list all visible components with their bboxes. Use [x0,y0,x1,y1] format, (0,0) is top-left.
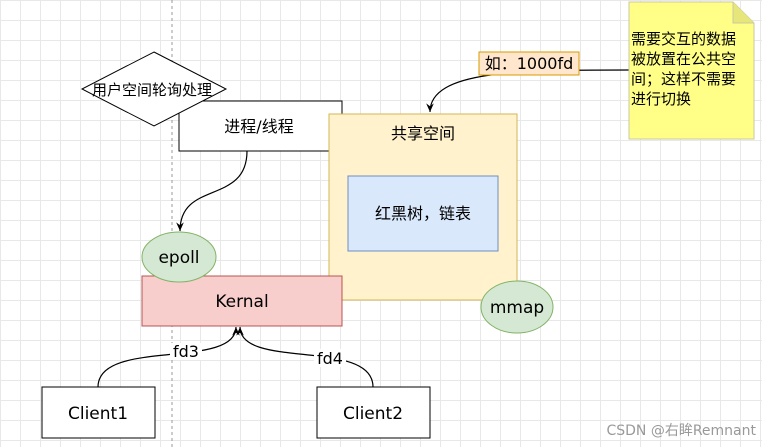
kernel-label: Kernal [215,292,268,312]
process-to-epoll-arrow [176,150,248,232]
example-fd-label: 如：1000fd [478,51,580,76]
client1-box[interactable]: Client1 [41,386,156,439]
example-fd-text: 如：1000fd [485,54,574,73]
fd4-label-bg [314,349,346,367]
rbtree-list-box[interactable]: 红黑树，链表 [347,175,499,252]
fd3-label: fd3 [173,342,199,361]
user-polling-diamond[interactable]: 用户空间轮询处理 [80,51,228,127]
epoll-ellipse[interactable]: epoll [141,231,217,283]
fd3-label-bg [170,343,202,360]
note-line-2: 被放置在公共空 [631,50,736,68]
note-line-3: 间；这样不需要 [631,70,736,88]
rbtree-list-label: 红黑树，链表 [375,204,471,223]
epoll-label: epoll [158,248,199,268]
client1-to-kernel-arrow [97,326,240,388]
shared-space-label: 共享空间 [391,124,455,143]
note-to-shared-arrow [426,69,631,113]
note-line-1: 需要交互的数据 [631,30,736,48]
watermark: CSDN @右眸Remnant [606,422,756,439]
mmap-ellipse[interactable]: mmap [480,280,554,334]
mmap-label: mmap [490,298,544,318]
sticky-note[interactable]: 需要交互的数据 被放置在公共空 间；这样不需要 进行切换 [628,1,755,140]
note-line-4: 进行切换 [631,90,691,108]
client2-box[interactable]: Client2 [316,386,431,439]
process-thread-box[interactable]: 进程/线程 [178,100,343,152]
client1-label: Client1 [68,404,128,424]
kernel-box[interactable]: Kernal [141,275,343,327]
fd4-label: fd4 [317,349,343,368]
client2-label: Client2 [343,404,403,424]
process-thread-label: 进程/线程 [224,117,293,136]
user-polling-label: 用户空间轮询处理 [92,81,212,99]
client2-to-kernel-arrow [236,326,374,388]
